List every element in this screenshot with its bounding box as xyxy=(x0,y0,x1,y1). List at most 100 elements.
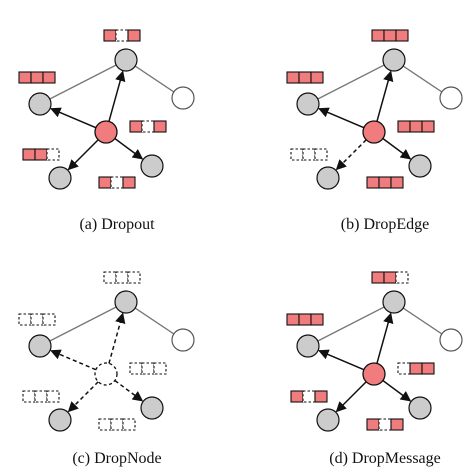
feature-cell xyxy=(46,148,60,161)
feature-cell xyxy=(290,148,304,161)
neighbor-node xyxy=(48,408,72,432)
feature-cell xyxy=(34,148,48,161)
feature-vector xyxy=(366,176,404,189)
feature-cell xyxy=(103,29,117,42)
feature-cell xyxy=(122,176,136,189)
feature-cell xyxy=(302,390,316,403)
message-edge xyxy=(50,107,97,129)
feature-cell xyxy=(395,271,409,284)
dropped-message-edge xyxy=(50,349,97,371)
caption-dropnode: (c) DropNode xyxy=(72,450,161,467)
dropped-message-edge xyxy=(335,139,367,171)
feature-vector xyxy=(286,71,324,84)
feature-vector xyxy=(98,176,136,189)
neighbor-node xyxy=(316,166,340,190)
feature-vector xyxy=(286,313,324,326)
feature-cell xyxy=(46,390,60,403)
feature-cell xyxy=(129,120,143,133)
message-edge xyxy=(67,139,99,171)
graph-dropedge xyxy=(286,29,463,190)
undirected-edge xyxy=(134,307,175,335)
feature-cell xyxy=(310,313,324,326)
feature-vector xyxy=(129,120,167,133)
feature-cell xyxy=(18,71,32,84)
feature-cell xyxy=(302,148,316,161)
feature-cell xyxy=(98,176,112,189)
message-edge xyxy=(382,379,412,402)
panel-dropmessage: (d) DropMessage xyxy=(286,271,463,467)
feature-cell xyxy=(383,29,397,42)
feature-vector xyxy=(103,271,141,284)
feature-cell xyxy=(421,362,435,375)
neighbor-node xyxy=(296,92,320,116)
caption-dropout: (a) Dropout xyxy=(79,216,155,233)
neighbor-node xyxy=(140,396,164,420)
neighbor-node xyxy=(316,408,340,432)
neighbor-node xyxy=(114,290,138,314)
feature-cell xyxy=(390,418,404,431)
feature-cell xyxy=(127,271,141,284)
feature-cell xyxy=(397,362,411,375)
dropped-message-edge xyxy=(114,379,144,402)
feature-cell xyxy=(98,418,112,431)
graph-dropmessage xyxy=(286,271,463,432)
dropped-center-node xyxy=(94,362,118,386)
message-edge xyxy=(335,381,367,413)
feature-cell xyxy=(110,418,124,431)
undirected-edge xyxy=(49,64,117,100)
feature-cell xyxy=(314,390,328,403)
feature-cell xyxy=(378,176,392,189)
message-edge xyxy=(382,137,412,160)
feature-cell xyxy=(141,120,155,133)
undirected-edge xyxy=(402,307,443,335)
feature-cell xyxy=(141,362,155,375)
feature-cell xyxy=(18,313,32,326)
feature-vector xyxy=(397,362,435,375)
feature-cell xyxy=(127,29,141,42)
feature-vector xyxy=(366,418,404,431)
neighbor-node xyxy=(114,48,138,72)
feature-cell xyxy=(395,29,409,42)
neighbor-node xyxy=(408,154,432,178)
undirected-edge xyxy=(317,64,385,100)
undirected-edge xyxy=(317,306,385,342)
message-edge xyxy=(108,70,126,122)
feature-cell xyxy=(129,362,143,375)
unconnected-node xyxy=(439,86,463,110)
feature-vector xyxy=(18,71,56,84)
undirected-edge xyxy=(402,65,443,93)
feature-vector xyxy=(371,271,409,284)
feature-cell xyxy=(314,148,328,161)
dropped-message-edge xyxy=(67,381,99,413)
feature-cell xyxy=(30,71,44,84)
message-edge xyxy=(376,70,394,122)
feature-cell xyxy=(286,313,300,326)
neighbor-node xyxy=(140,154,164,178)
feature-cell xyxy=(22,390,36,403)
feature-cell xyxy=(383,271,397,284)
feature-vector xyxy=(290,390,328,403)
graph-dropout xyxy=(18,29,195,190)
feature-cell xyxy=(409,362,423,375)
feature-cell xyxy=(310,71,324,84)
message-edge xyxy=(318,107,365,129)
feature-vector xyxy=(397,120,435,133)
feature-cell xyxy=(290,390,304,403)
feature-cell xyxy=(371,29,385,42)
neighbor-node xyxy=(382,48,406,72)
feature-vector xyxy=(22,148,60,161)
dropped-message-edge xyxy=(108,312,126,364)
message-edge xyxy=(376,312,394,364)
neighbor-node xyxy=(382,290,406,314)
feature-cell xyxy=(421,120,435,133)
panel-dropnode: (c) DropNode xyxy=(18,271,195,467)
feature-cell xyxy=(22,148,36,161)
feature-vector xyxy=(98,418,136,431)
feature-cell xyxy=(153,362,167,375)
feature-cell xyxy=(103,271,117,284)
caption-dropmessage: (d) DropMessage xyxy=(329,450,441,467)
message-edge xyxy=(318,349,365,371)
center-node xyxy=(94,120,118,144)
feature-cell xyxy=(42,71,56,84)
feature-vector xyxy=(371,29,409,42)
